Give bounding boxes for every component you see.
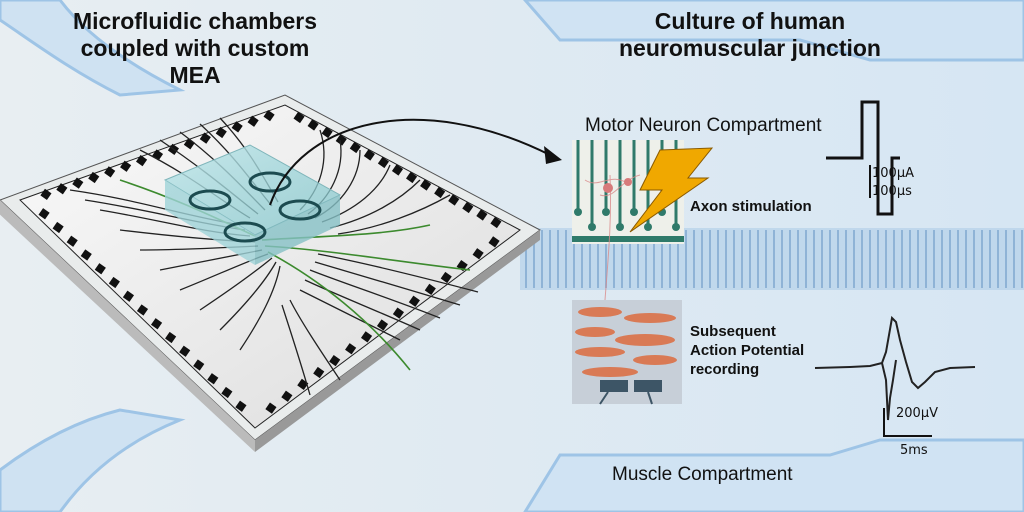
arrow-head-icon	[544, 146, 562, 164]
recording-scale-bar	[883, 408, 932, 437]
muscle-compartment-label: Muscle Compartment	[612, 464, 793, 485]
muscle-culture-image	[572, 300, 682, 405]
stimulus-pulse	[826, 100, 900, 216]
stimulus-duration-label: 100μs	[872, 184, 912, 199]
voltage-scale-label: 200μV	[896, 406, 938, 421]
stimulus-current-label: 100μA	[872, 166, 914, 181]
recording-label-line-2: Action Potential	[690, 342, 805, 359]
recording-label-line-1: Subsequent	[690, 323, 776, 340]
axon-stimulation-label: Axon stimulation	[690, 198, 812, 215]
right-title-line-1: Culture of human	[654, 8, 846, 34]
action-potential-trace	[814, 315, 976, 390]
microchannel-array	[520, 228, 1024, 290]
left-title-line-1: Microfluidic chambers	[72, 8, 318, 34]
connector-arrow	[269, 118, 551, 206]
right-title-line-2: neuromuscular junction	[619, 35, 881, 61]
motor-neuron-compartment-label: Motor Neuron Compartment	[585, 115, 822, 136]
time-scale-label: 5ms	[900, 443, 928, 458]
left-title-line-2: coupled with custom MEA	[80, 35, 310, 88]
recording-label-line-3: recording	[690, 361, 760, 378]
recording-label: Subsequent Action Potential recording	[690, 322, 804, 379]
right-title: Culture of human neuromuscular junction	[610, 8, 890, 62]
lightning-icon	[629, 147, 714, 233]
mea-chip	[0, 94, 541, 452]
left-title: Microfluidic chambers coupled with custo…	[55, 8, 335, 89]
